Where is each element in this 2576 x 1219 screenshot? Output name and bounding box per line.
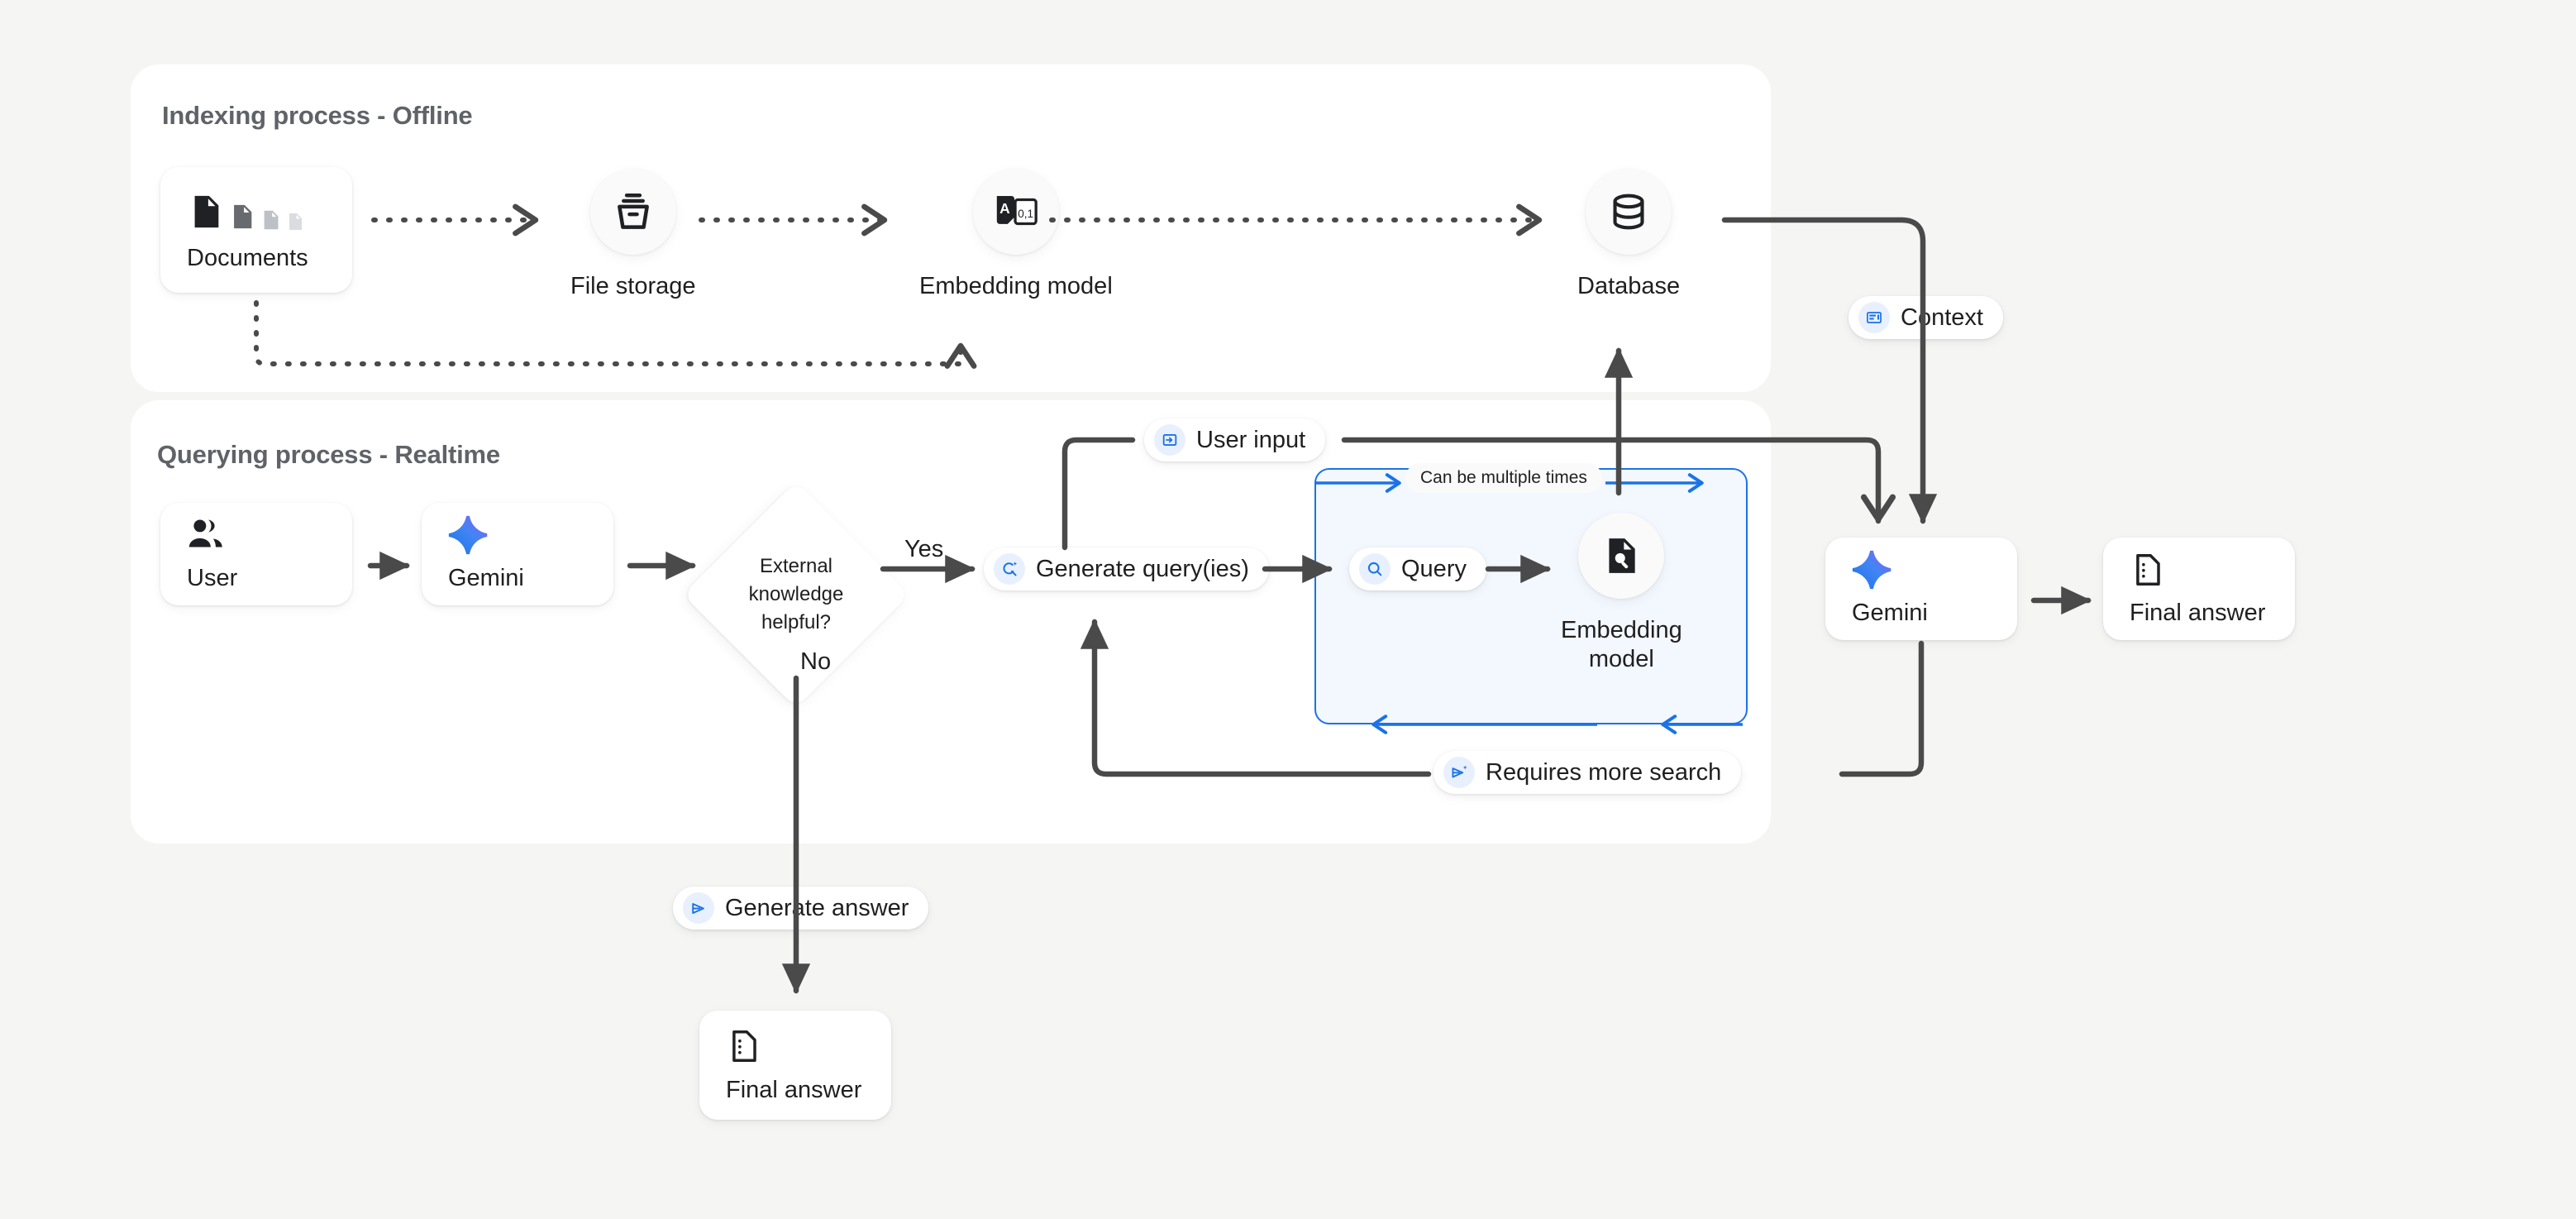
search-icon: [1359, 553, 1391, 585]
document-search-icon: [1578, 513, 1665, 599]
node-final-answer-bottom[interactable]: Final answer: [699, 1011, 891, 1120]
pill-requires-more-search[interactable]: Requires more search: [1433, 751, 1742, 794]
decision-text: External knowledge helpful?: [716, 514, 876, 675]
node-final-answer-bottom-label: Final answer: [726, 1076, 862, 1103]
node-documents-label: Documents: [187, 244, 308, 271]
node-embedding-model-indexing[interactable]: 0,1 A Embedding model: [919, 169, 1113, 301]
input-arrow-icon: [1154, 424, 1185, 456]
gemini-sparkle-icon: [1852, 550, 2017, 589]
node-documents[interactable]: Documents: [160, 167, 352, 293]
retrieval-loop-region: [1314, 468, 1748, 724]
node-user-label: User: [187, 564, 238, 591]
node-decision-external-knowledge[interactable]: External knowledge helpful?: [682, 480, 910, 709]
node-embedding-model-indexing-label: Embedding model: [919, 273, 1113, 299]
embedding-model-query-line-1: Embedding: [1561, 617, 1682, 643]
decision-line-2: knowledge: [748, 582, 844, 605]
pill-query[interactable]: Query: [1349, 547, 1486, 590]
pill-generate-queries-label: Generate query(ies): [1036, 555, 1249, 582]
documents-stack-icon: [187, 189, 352, 233]
answer-doc-icon: [726, 1027, 891, 1065]
send-sparkle-icon: [1443, 757, 1475, 788]
pill-user-input-label: User input: [1196, 426, 1306, 453]
embedding-model-query-line-2: model: [1588, 646, 1654, 673]
node-gemini-right[interactable]: Gemini: [1825, 538, 2017, 640]
people-icon: [187, 517, 352, 553]
pill-generate-queries[interactable]: Generate query(ies): [984, 547, 1269, 590]
pill-generate-answer[interactable]: Generate answer: [673, 887, 929, 930]
svg-text:A: A: [999, 200, 1010, 217]
edge-label-no: No: [800, 648, 832, 675]
node-gemini-left-label: Gemini: [448, 564, 524, 591]
edge-label-yes: Yes: [904, 536, 944, 562]
pill-context[interactable]: Context: [1849, 296, 2003, 339]
pill-query-label: Query: [1401, 555, 1467, 582]
node-final-answer-right[interactable]: Final answer: [2103, 538, 2295, 640]
pill-generate-answer-label: Generate answer: [725, 894, 909, 921]
decision-line-1: External: [759, 554, 833, 577]
node-file-storage[interactable]: File storage: [570, 169, 696, 301]
context-card-icon: [1858, 302, 1890, 333]
archive-box-icon: [589, 169, 676, 255]
node-database[interactable]: Database: [1577, 169, 1680, 301]
edge-requires-more-search-from-gemini: [1839, 640, 1925, 777]
gemini-sparkle-icon: [448, 515, 613, 554]
pill-user-input[interactable]: User input: [1144, 418, 1326, 461]
node-gemini-left[interactable]: Gemini: [422, 503, 613, 605]
pill-requires-more-search-label: Requires more search: [1486, 758, 1722, 786]
search-sparkle-icon: [994, 553, 1025, 585]
node-embedding-model-query[interactable]: Embedding model: [1561, 513, 1682, 675]
database-cylinder-icon: [1586, 169, 1672, 255]
text-to-vector-icon: 0,1 A: [972, 169, 1059, 255]
answer-doc-icon: [2130, 552, 2295, 588]
node-database-label: Database: [1577, 273, 1681, 299]
loop-note-can-be-multiple-times: Can be multiple times: [1405, 463, 1602, 493]
node-file-storage-label: File storage: [570, 273, 696, 299]
node-embedding-model-query-label: Embedding model: [1561, 616, 1682, 675]
node-final-answer-right-label: Final answer: [2130, 599, 2266, 626]
node-gemini-right-label: Gemini: [1852, 599, 1928, 626]
panel-querying-title: Querying process - Realtime: [157, 440, 500, 469]
decision-line-3: helpful?: [761, 611, 832, 634]
node-user[interactable]: User: [160, 503, 352, 605]
svg-text:0,1: 0,1: [1018, 208, 1033, 220]
pill-context-label: Context: [1901, 304, 1983, 331]
send-icon: [683, 892, 714, 924]
panel-indexing-title: Indexing process - Offline: [162, 101, 473, 130]
